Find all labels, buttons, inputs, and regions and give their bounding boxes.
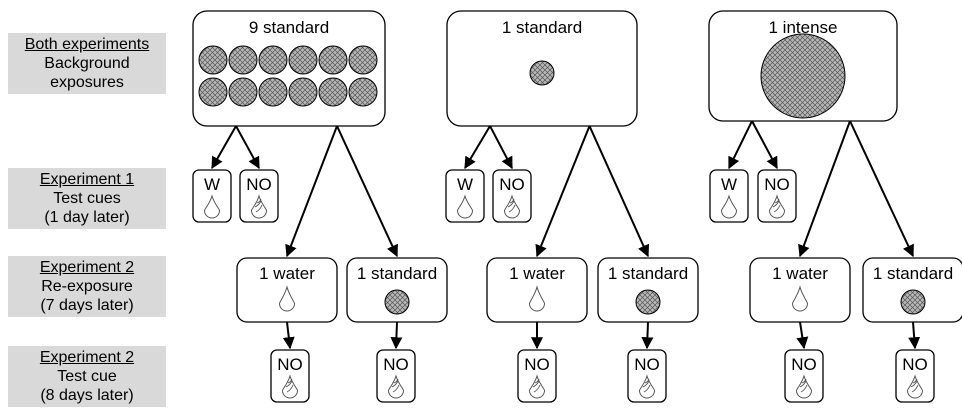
- row-label-line: (1 day later): [44, 209, 130, 226]
- hatched-odor-disc-icon: [318, 77, 348, 107]
- water-drop-icon: [278, 285, 296, 312]
- flow-arrow: [211, 125, 237, 170]
- odor-drop-icon: [795, 374, 813, 399]
- re-exposure-water-label: 1 water: [772, 264, 828, 283]
- final-test-cue-card-label: NO: [277, 355, 303, 374]
- hatched-odor-disc-icon: [900, 289, 926, 315]
- row-label-reexposure: Experiment 2 Re-exposure (7 days later): [8, 256, 166, 317]
- hatched-odor-disc-icon: [288, 45, 318, 75]
- flow-arrow: [336, 125, 398, 258]
- row-label-line: Test cue: [57, 368, 117, 385]
- odor-drop-icon: [528, 374, 546, 399]
- flow-arrow: [235, 125, 260, 170]
- hatched-odor-disc-icon: [258, 77, 288, 107]
- water-drop-icon: [528, 285, 546, 312]
- flow-arrow: [849, 120, 914, 258]
- row-label-line: Re-exposure: [41, 278, 133, 295]
- flow-arrow: [588, 125, 650, 258]
- test-cue-water-card-label: W: [204, 175, 220, 194]
- row-label-heading: Experiment 2: [39, 349, 135, 366]
- row-label-heading: Experiment 1: [39, 171, 135, 188]
- hatched-odor-disc-icon: [258, 45, 288, 75]
- hatched-odor-disc-icon: [228, 77, 258, 107]
- row-label-final-test: Experiment 2 Test cue (8 days later): [8, 346, 166, 407]
- odor-drop-icon: [503, 194, 521, 219]
- flow-arrow: [464, 125, 491, 170]
- row-label-heading: Both experiments: [24, 36, 150, 53]
- row-label-line: (8 days later): [40, 387, 134, 404]
- flow-arrow: [908, 321, 921, 350]
- flow-arrow: [796, 321, 809, 350]
- flow-arrow: [489, 125, 513, 170]
- hatched-odor-disc-icon: [635, 289, 661, 315]
- final-test-cue-card-label: NO: [634, 355, 660, 374]
- hatched-odor-disc-icon: [198, 45, 228, 75]
- test-cue-odor-card-label: NO: [499, 175, 525, 194]
- flow-arrow: [641, 321, 654, 350]
- background-exposure-label: 9 standard: [249, 18, 329, 37]
- flow-arrow: [285, 125, 338, 258]
- final-test-cue-card-label: NO: [791, 355, 817, 374]
- flow-arrow: [282, 321, 295, 350]
- row-label-line: Background: [44, 55, 130, 72]
- hatched-odor-disc-icon: [529, 60, 555, 86]
- final-test-cue-card-label: NO: [524, 355, 550, 374]
- water-drop-icon: [456, 194, 474, 219]
- test-cue-odor-card-label: NO: [246, 175, 272, 194]
- hatched-odor-disc-icon: [198, 77, 228, 107]
- final-test-cue-card-label: NO: [902, 355, 928, 374]
- test-cue-odor-card-label: NO: [764, 175, 790, 194]
- re-exposure-water-label: 1 water: [509, 264, 565, 283]
- odor-drop-icon: [250, 194, 268, 219]
- background-exposure-label: 1 intense: [769, 18, 838, 37]
- flow-arrow: [728, 120, 753, 170]
- hatched-odor-disc-icon: [228, 45, 258, 75]
- hatched-odor-disc-icon: [348, 77, 378, 107]
- test-cue-water-card-label: W: [721, 175, 737, 194]
- flow-arrow: [535, 125, 591, 258]
- water-drop-icon: [791, 285, 809, 312]
- re-exposure-odor-label: 1 standard: [608, 264, 688, 283]
- flow-arrow: [798, 120, 851, 258]
- hatched-odor-disc-icon: [348, 45, 378, 75]
- flow-arrow: [390, 321, 403, 350]
- odor-drop-icon: [906, 374, 924, 399]
- row-label-line: (7 days later): [40, 297, 134, 314]
- odor-drop-icon: [638, 374, 656, 399]
- hatched-odor-disc-icon: [760, 33, 846, 119]
- row-label-line: exposures: [50, 74, 124, 91]
- row-label-heading: Experiment 2: [39, 259, 135, 276]
- final-test-cue-card-label: NO: [383, 355, 409, 374]
- water-drop-icon: [720, 194, 738, 219]
- hatched-odor-disc-icon: [318, 45, 348, 75]
- re-exposure-odor-label: 1 standard: [873, 264, 953, 283]
- flow-arrow: [751, 120, 778, 170]
- odor-drop-icon: [387, 374, 405, 399]
- re-exposure-water-label: 1 water: [259, 264, 315, 283]
- hatched-odor-disc-icon: [288, 77, 318, 107]
- row-label-test-cues: Experiment 1 Test cues (1 day later): [8, 168, 166, 229]
- re-exposure-odor-label: 1 standard: [357, 264, 437, 283]
- hatched-odor-disc-icon: [384, 289, 410, 315]
- water-drop-icon: [203, 194, 221, 219]
- odor-drop-icon: [768, 194, 786, 219]
- odor-drop-icon: [281, 374, 299, 399]
- background-exposure-label: 1 standard: [502, 18, 582, 37]
- row-label-background: Both experiments Background exposures: [8, 33, 166, 94]
- row-label-line: Test cues: [53, 190, 121, 207]
- test-cue-water-card-label: W: [457, 175, 473, 194]
